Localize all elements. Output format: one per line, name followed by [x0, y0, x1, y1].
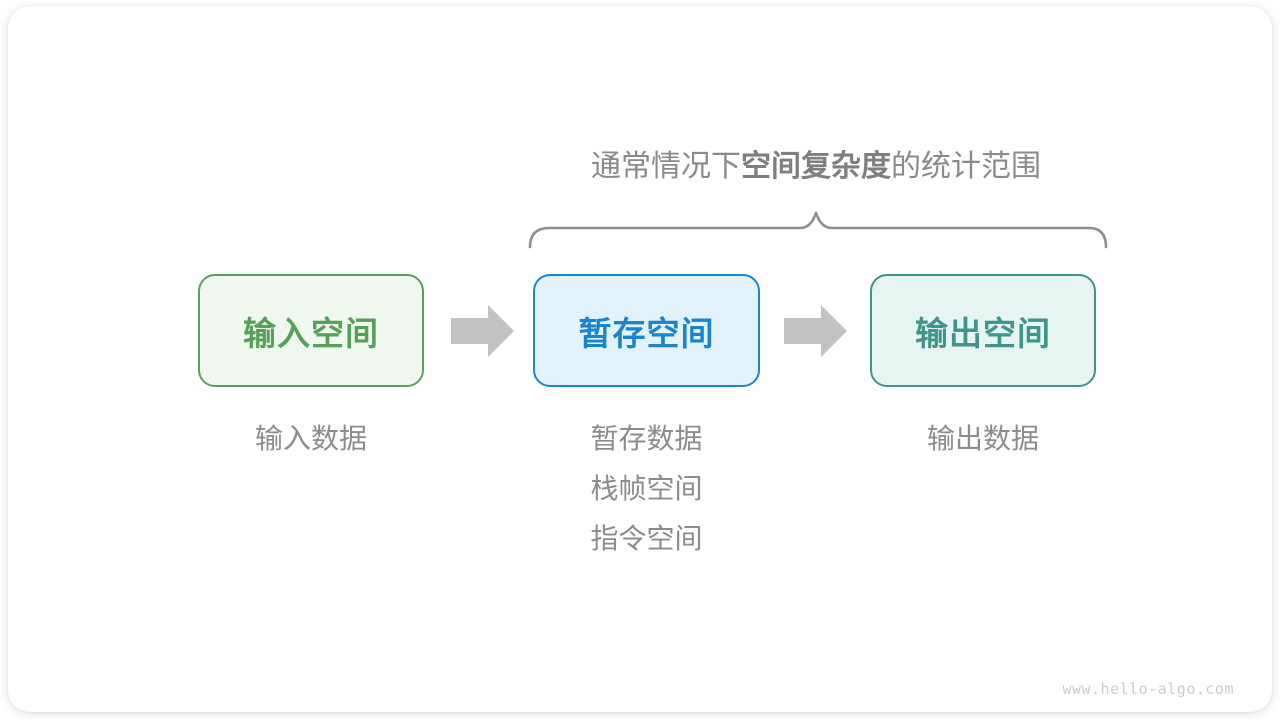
- caption-temp-data: 暂存数据 栈帧空间 指令空间: [533, 414, 760, 564]
- arrow-right-icon: [451, 305, 514, 357]
- curly-brace-icon: [528, 211, 1108, 249]
- caption-line: 暂存数据: [590, 423, 703, 454]
- box-input-space: 输入空间: [198, 274, 424, 387]
- diagram-title: 通常情况下空间复杂度的统计范围: [528, 149, 1104, 185]
- caption-output-data: 输出数据: [870, 414, 1096, 464]
- box-input-space-label: 输入空间: [243, 314, 379, 352]
- caption-input-data: 输入数据: [198, 414, 424, 464]
- title-suffix: 的统计范围: [891, 150, 1041, 183]
- caption-line: 输出数据: [926, 423, 1039, 454]
- watermark: www.hello-algo.com: [1062, 680, 1234, 698]
- arrow-right-icon: [784, 305, 847, 357]
- box-output-space-label: 输出空间: [915, 314, 1051, 352]
- caption-line: 栈帧空间: [590, 473, 703, 504]
- diagram-card: 通常情况下空间复杂度的统计范围 输入空间 暂存空间 输出空间 输入数据 暂存数据…: [8, 6, 1272, 712]
- title-prefix: 通常情况下: [591, 150, 741, 183]
- caption-line: 指令空间: [590, 523, 703, 554]
- caption-line: 输入数据: [254, 423, 367, 454]
- box-output-space: 输出空间: [870, 274, 1096, 387]
- title-emphasis: 空间复杂度: [741, 150, 891, 183]
- box-temp-space-label: 暂存空间: [578, 314, 715, 352]
- box-temp-space: 暂存空间: [533, 274, 760, 387]
